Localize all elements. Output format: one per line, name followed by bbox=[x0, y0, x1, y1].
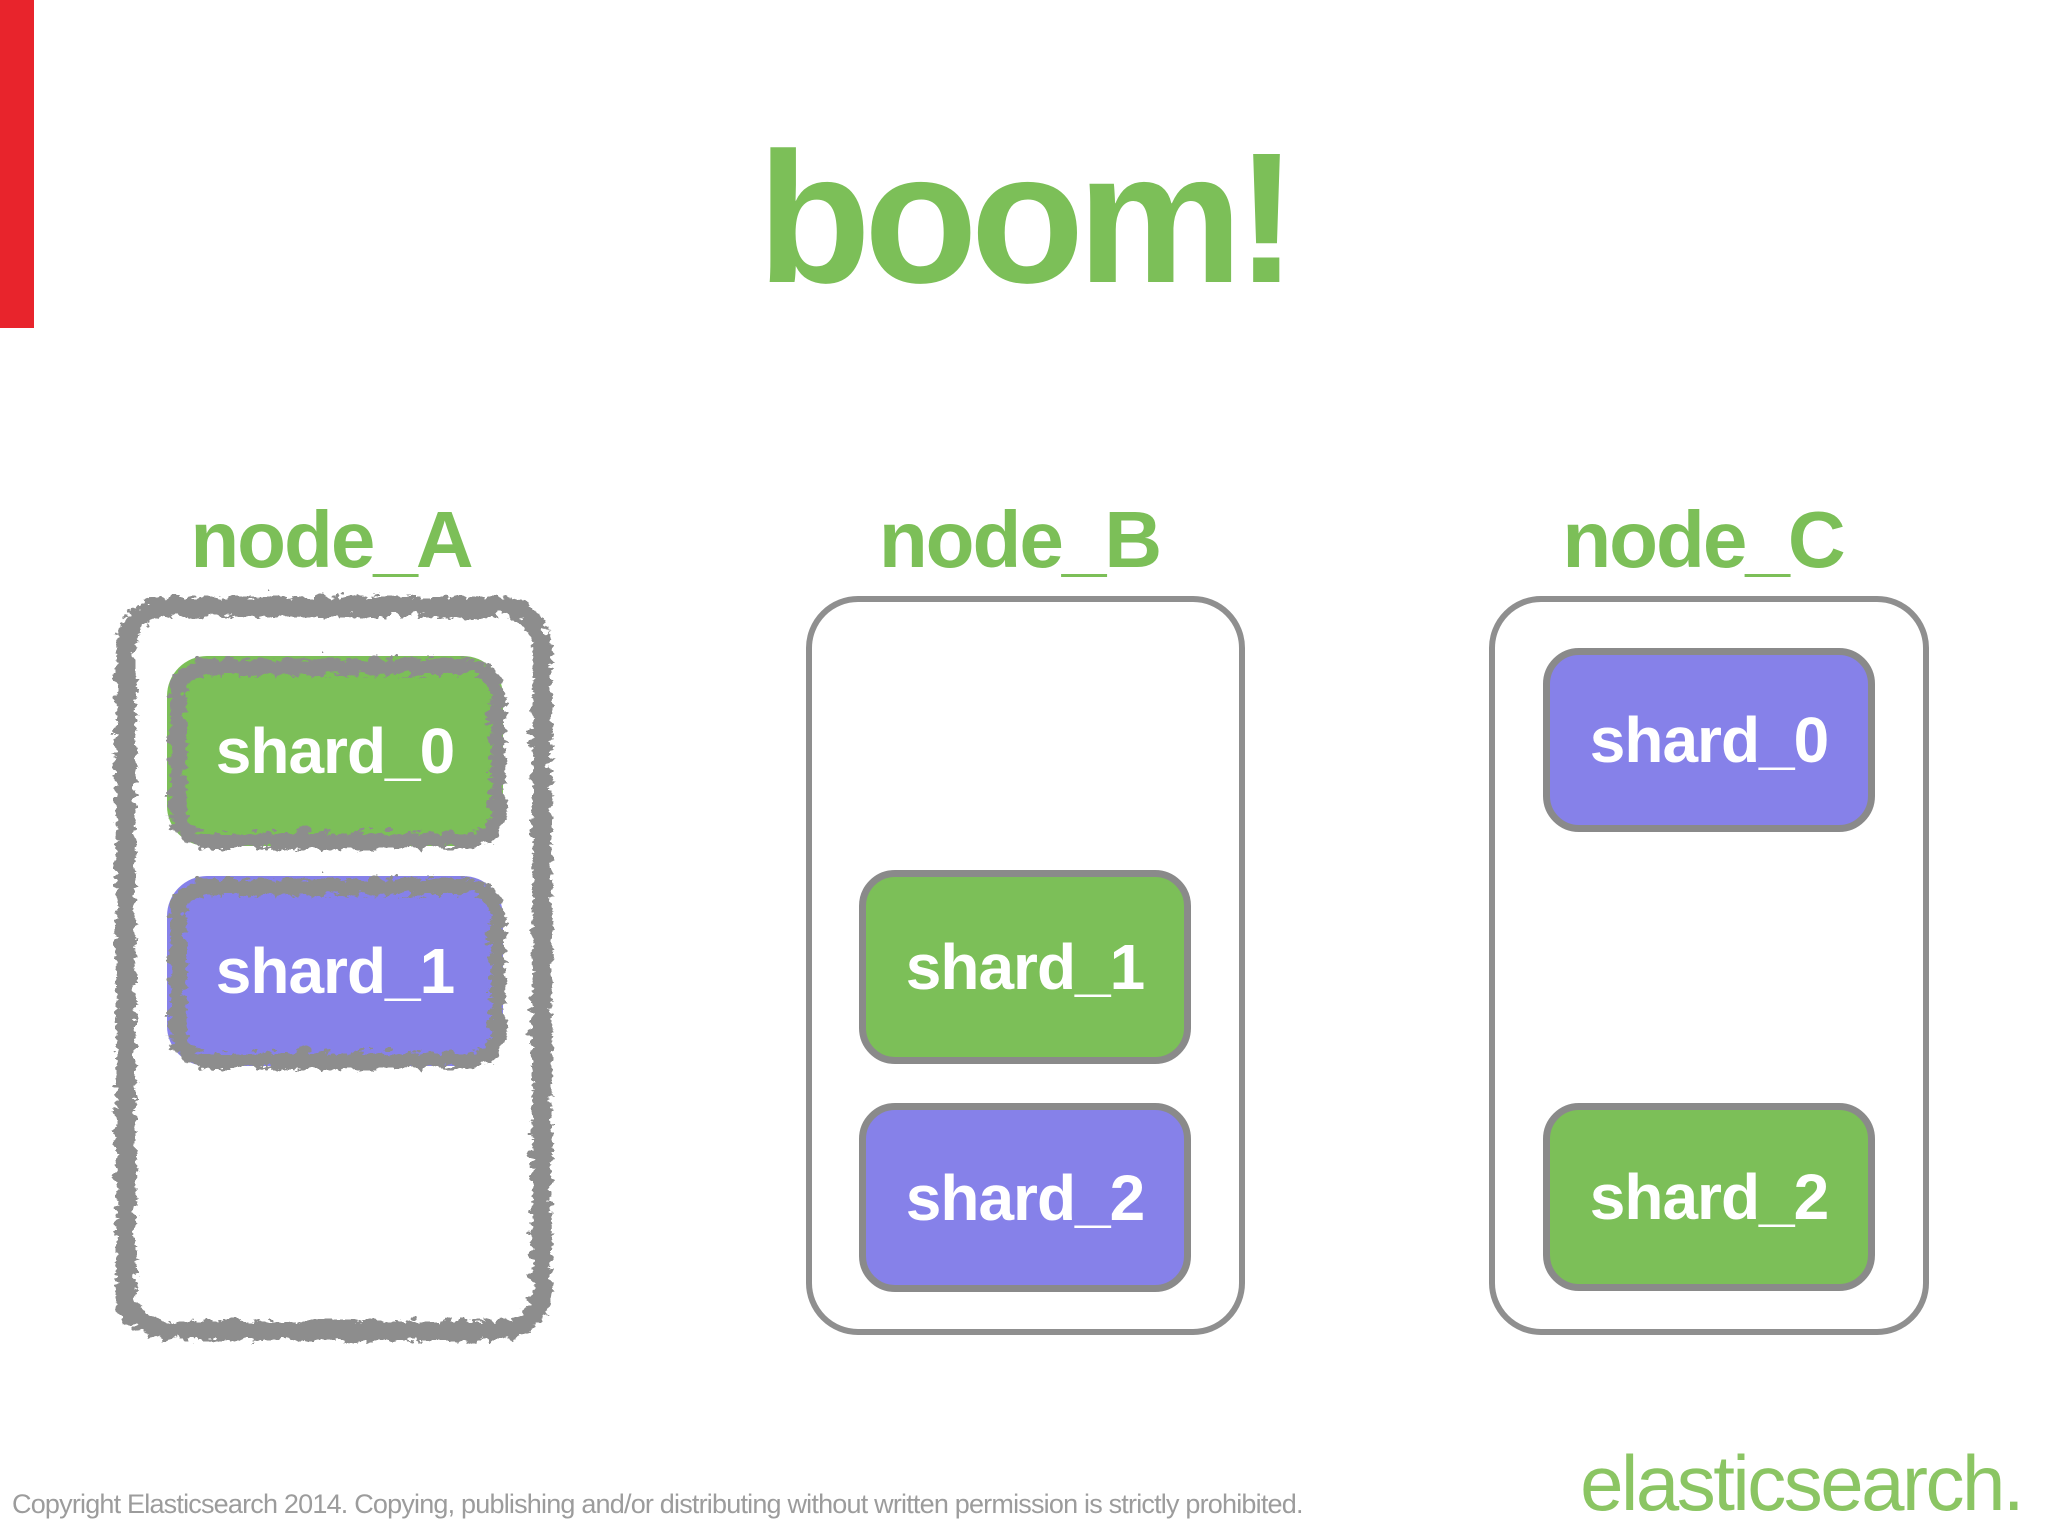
shard-label: shard_0 bbox=[1589, 704, 1829, 776]
shard-box-node-b-shard-2: shard_2 bbox=[859, 1103, 1191, 1292]
shard-label: shard_2 bbox=[905, 1161, 1145, 1234]
shard-label: shard_2 bbox=[1589, 1161, 1829, 1233]
elasticsearch-logo: elasticsearch. bbox=[1580, 1439, 2024, 1527]
shard-box-node-a-shard-1: shard_1 bbox=[167, 876, 503, 1066]
node-b-label: node_B bbox=[878, 495, 1162, 584]
shard-box-node-c-shard-0: shard_0 bbox=[1543, 648, 1875, 832]
shard-label: shard_1 bbox=[905, 931, 1145, 1003]
node-a-label: node_A bbox=[190, 495, 473, 584]
shard-box-node-b-shard-1: shard_1 bbox=[859, 870, 1191, 1064]
copyright-text: Copyright Elasticsearch 2014. Copying, p… bbox=[12, 1489, 1303, 1519]
section-ribbon bbox=[0, 0, 34, 328]
slide-title: boom! bbox=[757, 115, 1297, 322]
node-c-label: node_C bbox=[1562, 495, 1845, 584]
shard-box-node-a-shard-0: shard_0 bbox=[167, 656, 503, 846]
shard-box-node-c-shard-2: shard_2 bbox=[1543, 1103, 1875, 1291]
shard-label: shard_1 bbox=[215, 935, 455, 1007]
shard-label: shard_0 bbox=[215, 715, 455, 787]
